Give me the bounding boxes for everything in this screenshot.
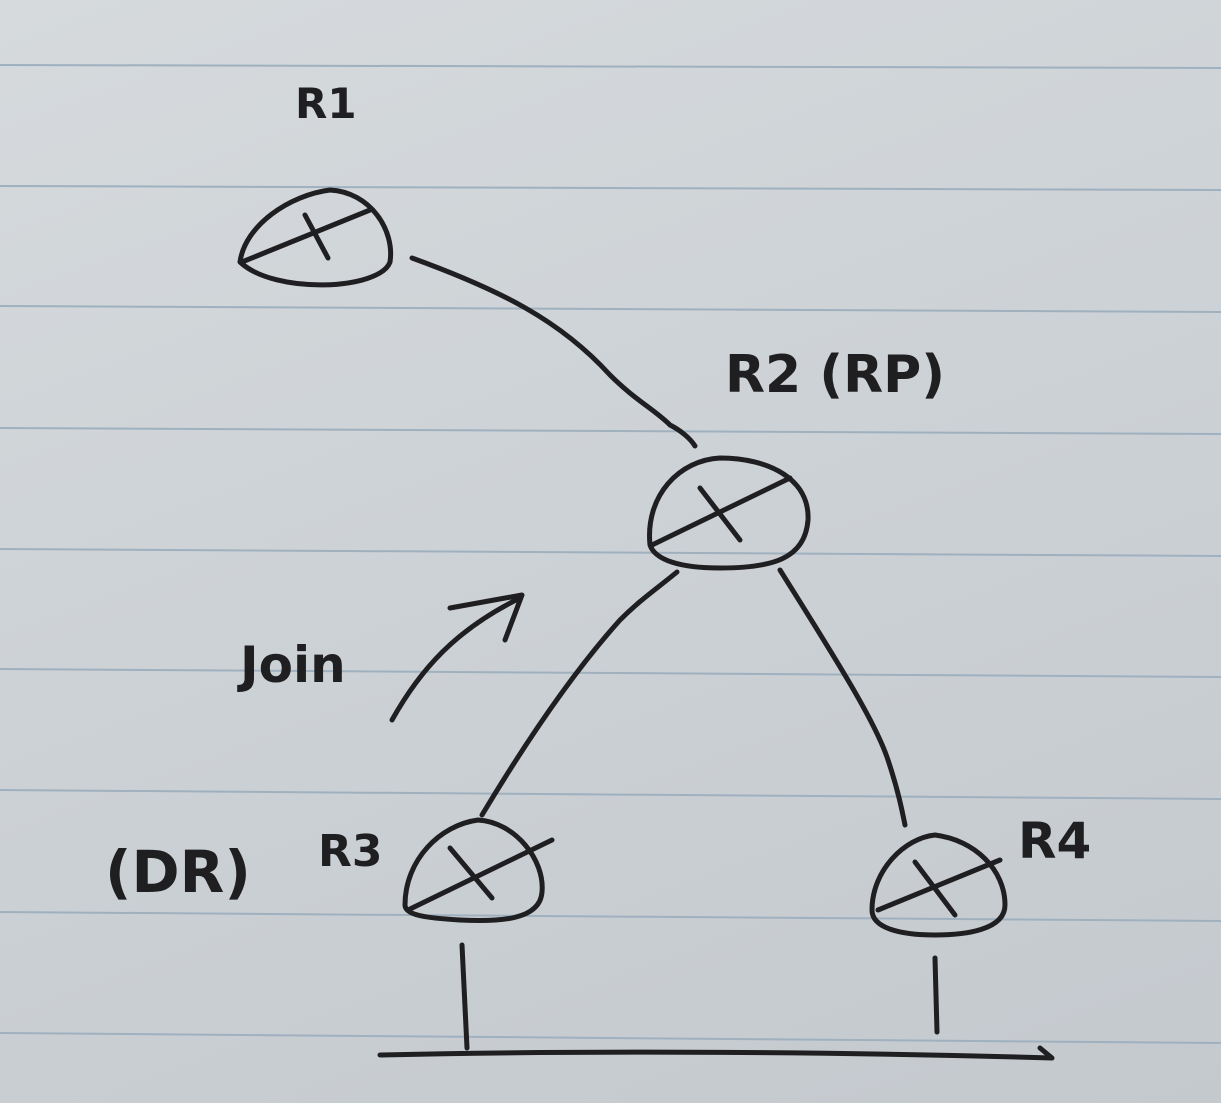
- router-r4-label: R4: [1018, 812, 1091, 870]
- router-icon: [402, 817, 545, 924]
- join-arrow-shaft: [389, 595, 523, 723]
- router-icon-stroke: [875, 857, 1003, 913]
- router-icon-stroke: [447, 845, 495, 901]
- rule-line: [0, 64, 1221, 69]
- lan-segment: [377, 942, 1055, 1061]
- router-r3-prefix: (DR): [105, 838, 251, 906]
- rule-line: [0, 1032, 1221, 1044]
- link-r1-r2: [409, 255, 698, 449]
- join-arrow-head: [447, 592, 525, 643]
- router-icon-stroke: [912, 859, 958, 918]
- rule-line: [0, 911, 1221, 922]
- router-r3: (DR) R3: [105, 817, 555, 924]
- router-icon-stroke: [239, 207, 373, 265]
- router-icon-stroke: [405, 837, 555, 913]
- rule-line: [0, 548, 1221, 557]
- router-r2-label: R2 (RP): [725, 345, 945, 405]
- router-icon: [237, 187, 394, 288]
- join-label: Join: [237, 636, 346, 694]
- rule-line: [0, 427, 1221, 435]
- router-r1: R1: [237, 79, 394, 288]
- link-r2-r3: [479, 569, 680, 818]
- router-r1-label: R1: [295, 79, 357, 128]
- segment-line: [377, 1045, 1055, 1061]
- router-icon-stroke: [697, 485, 743, 543]
- router-r2: R2 (RP): [647, 345, 945, 571]
- rule-line: [0, 185, 1221, 191]
- segment-drop-r4: [932, 955, 940, 1035]
- router-r3-label: R3: [318, 826, 383, 877]
- router-icon: [647, 455, 811, 571]
- router-icon: [869, 832, 1008, 938]
- router-r4: R4: [869, 812, 1091, 938]
- rule-line: [0, 789, 1221, 800]
- segment-drop-r3: [459, 942, 470, 1051]
- link-r2-r4: [777, 567, 908, 828]
- rule-line: [0, 668, 1221, 678]
- router-icon-stroke: [302, 212, 331, 261]
- rule-line: [0, 305, 1221, 313]
- join-annotation: Join: [237, 592, 525, 723]
